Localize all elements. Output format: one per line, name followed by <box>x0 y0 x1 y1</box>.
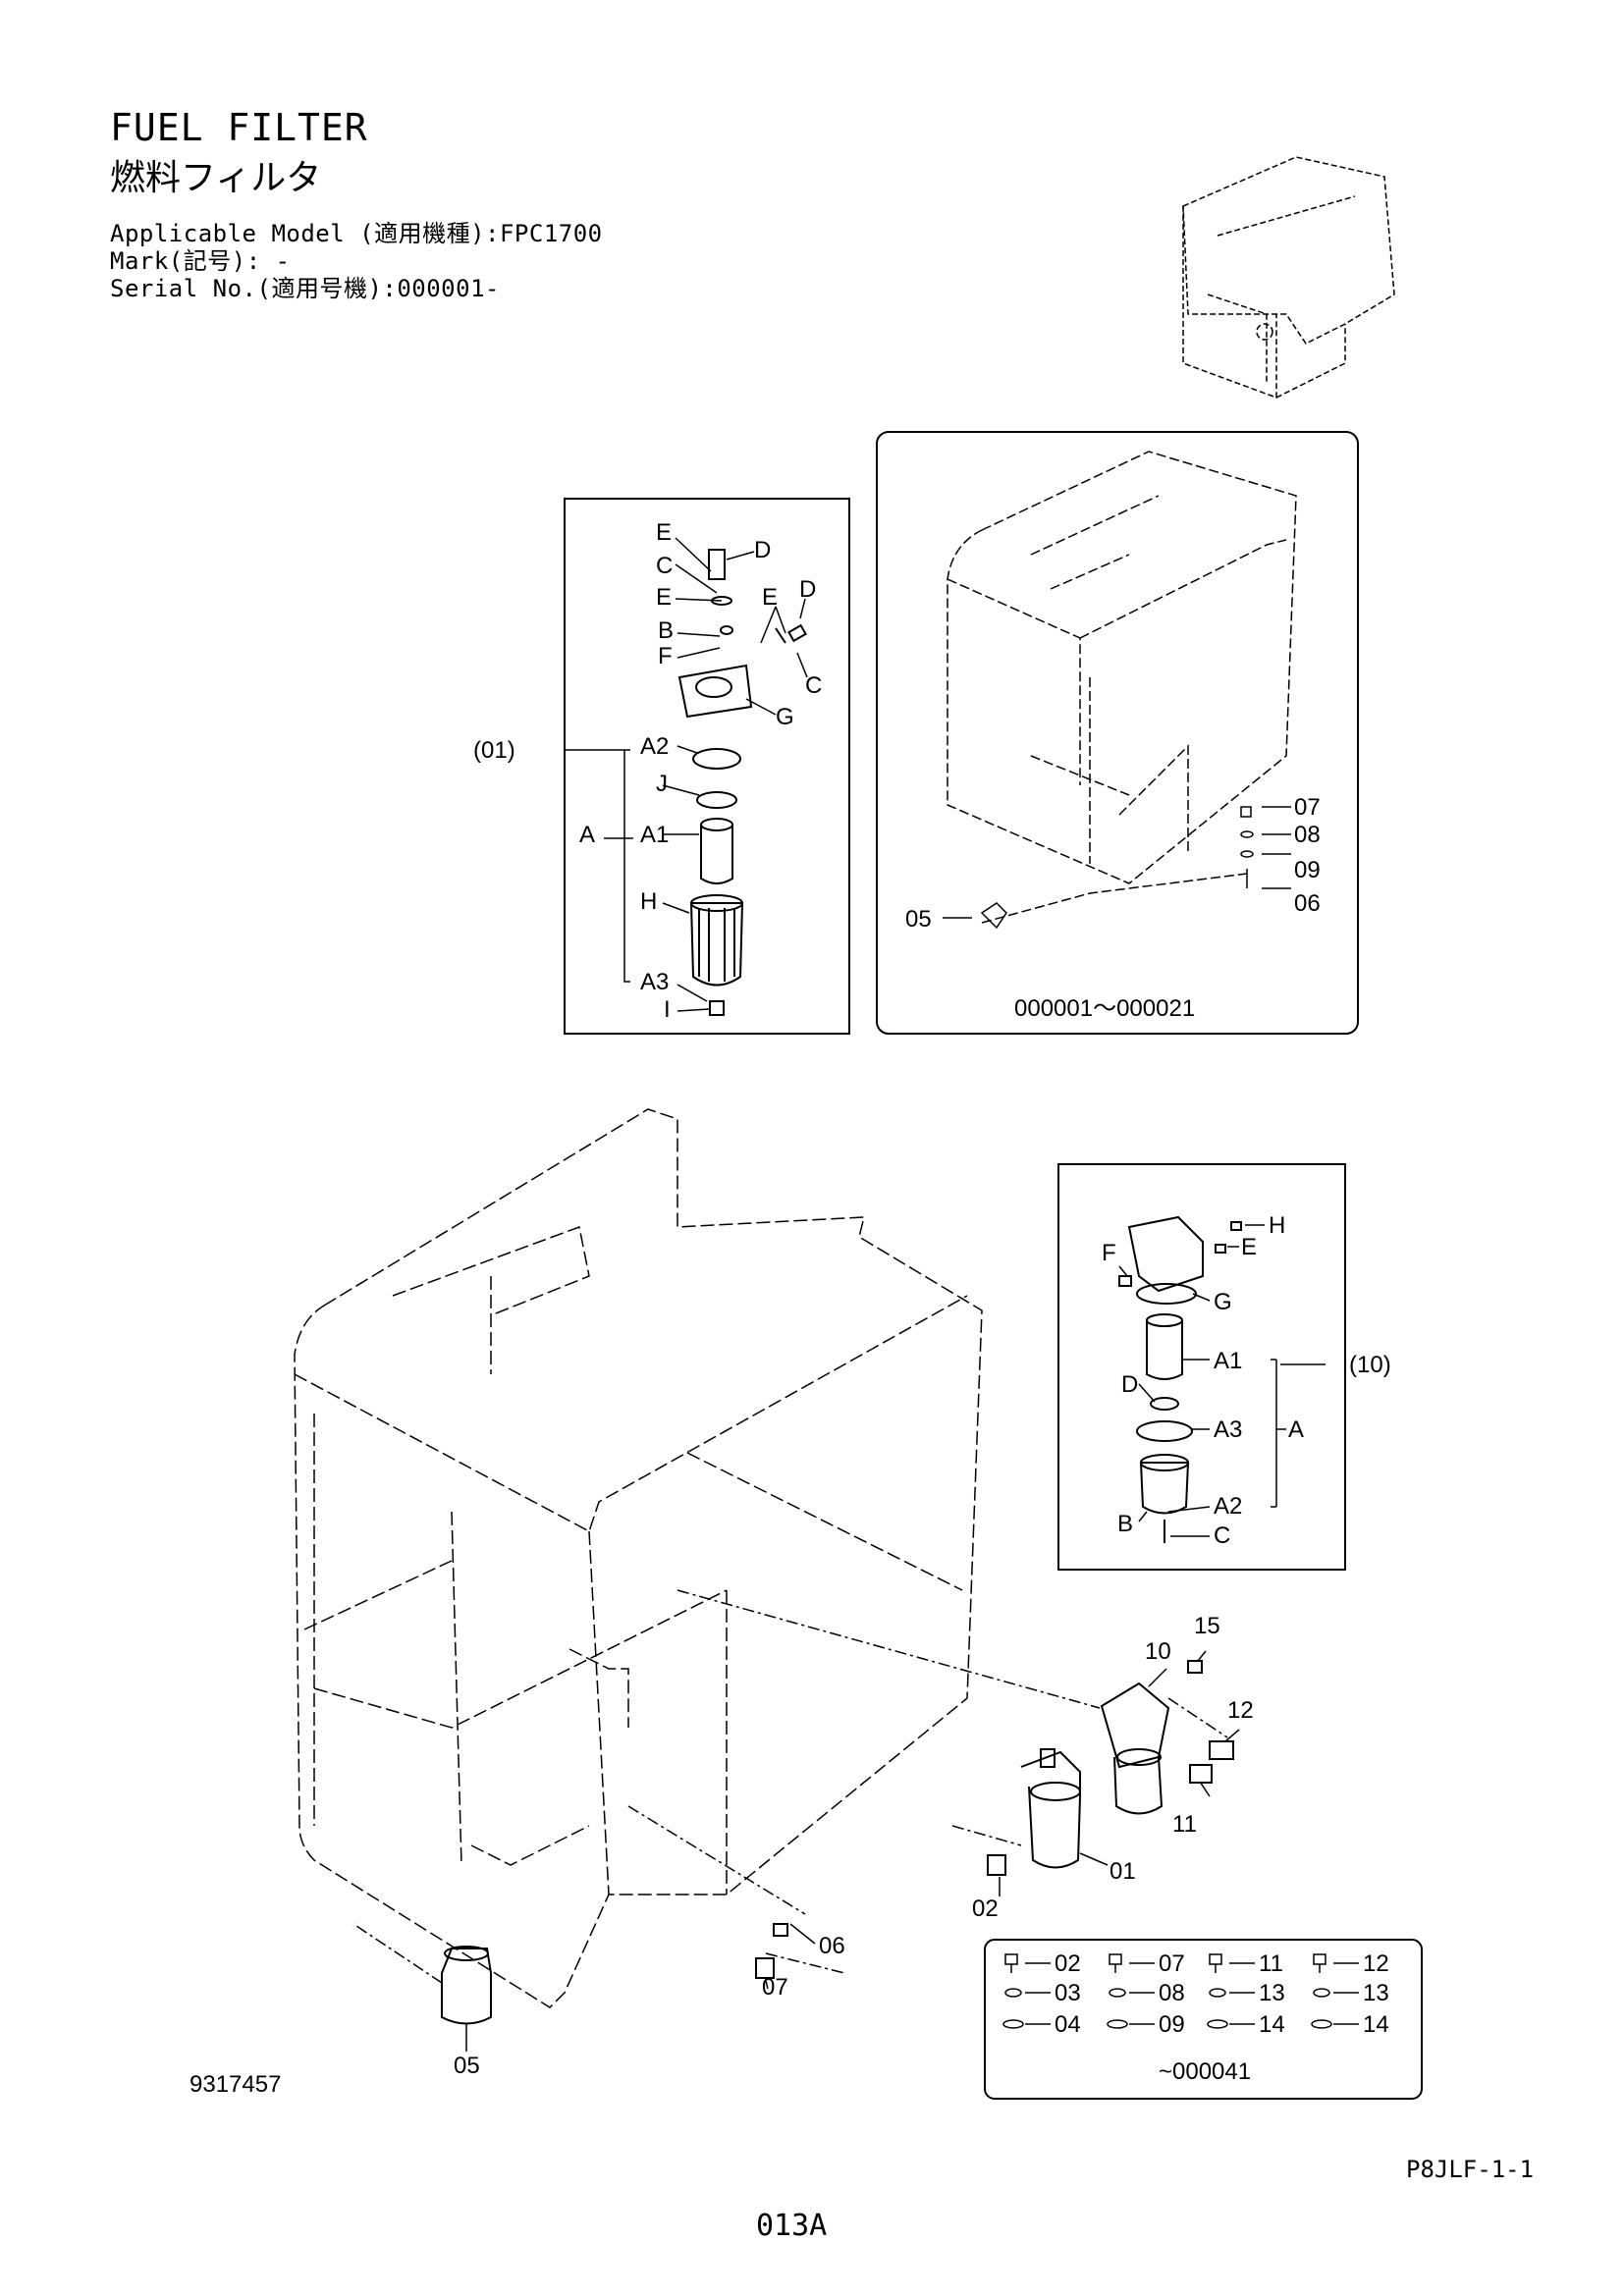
d01-part-I: I <box>664 996 671 1023</box>
legend-box <box>984 1939 1423 2100</box>
frame-top-labels: 07 08 09 06 05 000001～000021 <box>905 794 1321 1022</box>
legend-c4-r1: 12 <box>1363 1950 1389 1977</box>
legend-icons <box>1002 1953 1359 2029</box>
legend-c3-r3: 14 <box>1259 2011 1285 2038</box>
ft-part-08: 08 <box>1294 822 1321 848</box>
legend-c2-r2: 08 <box>1159 1980 1185 2006</box>
detail-frame-box <box>876 431 1359 1035</box>
ft-part-09: 09 <box>1294 857 1321 883</box>
ft-serial-range: 000001～000021 <box>1014 995 1195 1022</box>
legend-labels: 02 03 04 07 08 09 11 13 14 12 13 14 ~000… <box>1055 1950 1389 2085</box>
d01-part-D-1: D <box>754 537 771 563</box>
detail-01-labels: E D C E E D B F C G A2 J A1 H A3 I A (01… <box>473 519 822 1023</box>
main-part-06: 06 <box>819 1933 845 1959</box>
legend-c2-r1: 07 <box>1159 1950 1185 1977</box>
main-part-07: 07 <box>762 1974 788 2001</box>
main-frame-drawing <box>294 1108 983 2008</box>
main-part-10: 10 <box>1145 1638 1171 1665</box>
d01-part-D-2: D <box>799 576 816 603</box>
main-leaders <box>465 1650 1240 2052</box>
d01-part-E-3: E <box>762 584 778 611</box>
legend-serial-range: ~000041 <box>1159 2058 1251 2085</box>
d01-part-J: J <box>656 771 668 797</box>
main-part-01: 01 <box>1110 1858 1136 1885</box>
d01-part-C-2: C <box>805 672 822 699</box>
legend-c2-r3: 09 <box>1159 2011 1185 2038</box>
d01-part-E-1: E <box>656 519 672 546</box>
d01-part-H: H <box>640 888 657 915</box>
d10-part-A3: A3 <box>1214 1416 1242 1443</box>
legend-c1-r2: 03 <box>1055 1980 1081 2006</box>
d01-part-F: F <box>658 643 673 669</box>
page-title: FUEL FILTER <box>110 106 368 149</box>
d10-part-H: H <box>1269 1212 1285 1239</box>
page-number: 013A <box>756 2209 828 2243</box>
d01-part-A2: A2 <box>640 733 669 760</box>
main-part-15: 15 <box>1194 1613 1220 1639</box>
detail-01-leaders <box>565 537 808 1012</box>
legend-c1-r3: 04 <box>1055 2011 1081 2038</box>
d10-part-D: D <box>1121 1371 1138 1398</box>
main-centerlines <box>352 1589 1228 1984</box>
d10-part-C: C <box>1214 1522 1230 1549</box>
d01-part-B: B <box>658 617 674 644</box>
d01-part-A1: A1 <box>640 822 669 848</box>
d01-assembly-A: A <box>579 822 595 848</box>
filter-10-drawing <box>1118 1215 1242 1543</box>
main-part-11: 11 <box>1172 1811 1197 1838</box>
frame-top-drawing <box>947 451 1297 924</box>
page-subtitle: 燃料フィルタ <box>110 158 322 198</box>
d01-part-C-1: C <box>656 553 673 579</box>
legend-c4-r2: 13 <box>1363 1980 1389 2006</box>
main-filter-assembly <box>441 1660 1234 2025</box>
d10-part-F: F <box>1102 1240 1116 1266</box>
main-part-12: 12 <box>1227 1697 1254 1724</box>
mark-text: Mark(記号): - <box>110 247 291 275</box>
d10-assembly-A: A <box>1288 1416 1304 1443</box>
legend-c3-r2: 13 <box>1259 1980 1285 2006</box>
d01-part-G: G <box>776 704 794 730</box>
ft-part-07: 07 <box>1294 794 1321 821</box>
legend-c3-r1: 11 <box>1259 1950 1283 1977</box>
main-part-02: 02 <box>972 1896 999 1922</box>
d10-part-A2: A2 <box>1214 1493 1242 1520</box>
detail-10-box <box>1057 1163 1346 1571</box>
serial-text: Serial No.(適用号機):000001- <box>110 275 500 302</box>
d01-part-A3: A3 <box>640 969 669 995</box>
main-view-labels: 15 10 12 11 01 02 06 07 05 <box>454 1613 1254 2079</box>
d10-part-A1: A1 <box>1214 1348 1242 1374</box>
d10-part-E: E <box>1241 1234 1257 1260</box>
d01-part-E-2: E <box>656 584 672 611</box>
ft-part-06: 06 <box>1294 890 1321 917</box>
main-part-05: 05 <box>454 2053 480 2079</box>
detail-10-leaders <box>1118 1224 1326 1537</box>
legend-c1-r1: 02 <box>1055 1950 1081 1977</box>
d10-part-G: G <box>1214 1289 1232 1315</box>
detail-01-box <box>564 498 850 1035</box>
d10-callout-label: (10) <box>1349 1352 1391 1378</box>
d10-part-B: B <box>1117 1511 1133 1537</box>
filter-01-drawing <box>677 549 807 1016</box>
frame-top-parts <box>943 806 1291 930</box>
ft-part-05: 05 <box>905 906 932 933</box>
d01-callout-label: (01) <box>473 737 515 764</box>
detail-10-labels: H E F G A1 D A3 B A2 C A (10) <box>1102 1212 1391 1549</box>
locator-thumbnail <box>1182 156 1395 400</box>
applicable-model-text: Applicable Model (適用機種):FPC1700 <box>110 220 603 247</box>
legend-c4-r3: 14 <box>1363 2011 1389 2038</box>
drawing-number: 9317457 <box>189 2071 282 2098</box>
document-code: P8JLF-1-1 <box>1406 2156 1535 2183</box>
